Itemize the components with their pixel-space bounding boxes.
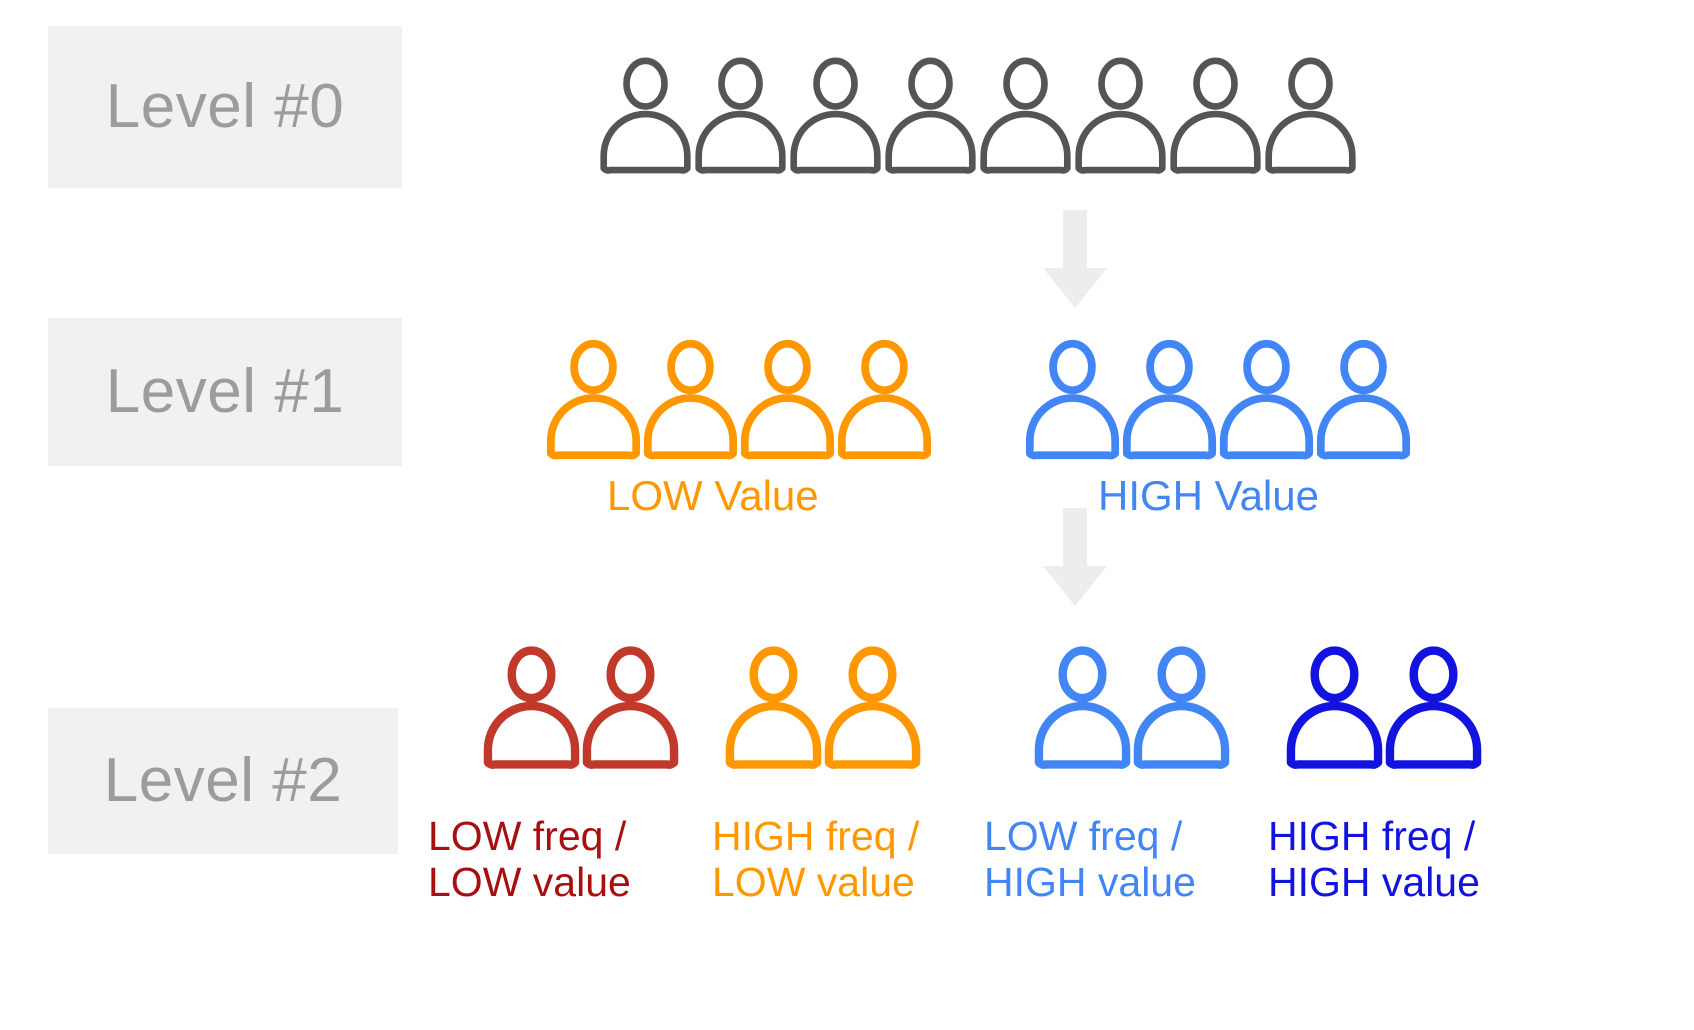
person-icon — [1316, 339, 1411, 460]
person-icon — [885, 57, 976, 174]
level-label-box-0: Level #0 — [48, 26, 402, 188]
caption-high-value: HIGH Value — [1098, 472, 1319, 519]
person-icon — [1385, 646, 1482, 769]
people-group-low-value — [545, 338, 933, 460]
caption-low-value: LOW Value — [607, 472, 819, 519]
person-icon — [1219, 339, 1314, 460]
person-icon — [1265, 57, 1356, 174]
people-group-lowfreq-lowvalue — [482, 645, 680, 769]
level-label-text-2: Level #2 — [103, 746, 343, 815]
person-icon — [582, 646, 679, 769]
person-icon — [790, 57, 881, 174]
caption-lowfreq-highvalue: LOW freq / HIGH value — [984, 813, 1196, 905]
arrow-level0-to-level1-icon — [1043, 210, 1107, 308]
level-label-text-1: Level #1 — [105, 357, 345, 426]
person-icon — [980, 57, 1071, 174]
people-group-lowfreq-highvalue — [1033, 645, 1231, 769]
people-group-highfreq-highvalue — [1285, 645, 1483, 769]
person-icon — [824, 646, 921, 769]
person-icon — [643, 339, 738, 460]
person-icon — [740, 339, 835, 460]
person-icon — [725, 646, 822, 769]
people-group-all-customers — [598, 55, 1358, 175]
level-label-text-0: Level #0 — [105, 72, 345, 141]
person-icon — [695, 57, 786, 174]
person-icon — [600, 57, 691, 174]
caption-highfreq-highvalue: HIGH freq / HIGH value — [1268, 813, 1480, 905]
person-icon — [1133, 646, 1230, 769]
person-icon — [1286, 646, 1383, 769]
person-icon — [1170, 57, 1261, 174]
level-label-box-2: Level #2 — [48, 708, 398, 854]
caption-highfreq-lowvalue: HIGH freq / LOW value — [712, 813, 920, 905]
person-icon — [483, 646, 580, 769]
caption-lowfreq-lowvalue: LOW freq / LOW value — [428, 813, 631, 905]
person-icon — [1025, 339, 1120, 460]
people-group-high-value — [1024, 338, 1412, 460]
person-icon — [1122, 339, 1217, 460]
person-icon — [1075, 57, 1166, 174]
level-label-box-1: Level #1 — [48, 318, 402, 466]
arrow-level1-to-level2-icon — [1043, 508, 1107, 606]
person-icon — [546, 339, 641, 460]
people-group-highfreq-lowvalue — [724, 645, 922, 769]
person-icon — [1034, 646, 1131, 769]
person-icon — [837, 339, 932, 460]
